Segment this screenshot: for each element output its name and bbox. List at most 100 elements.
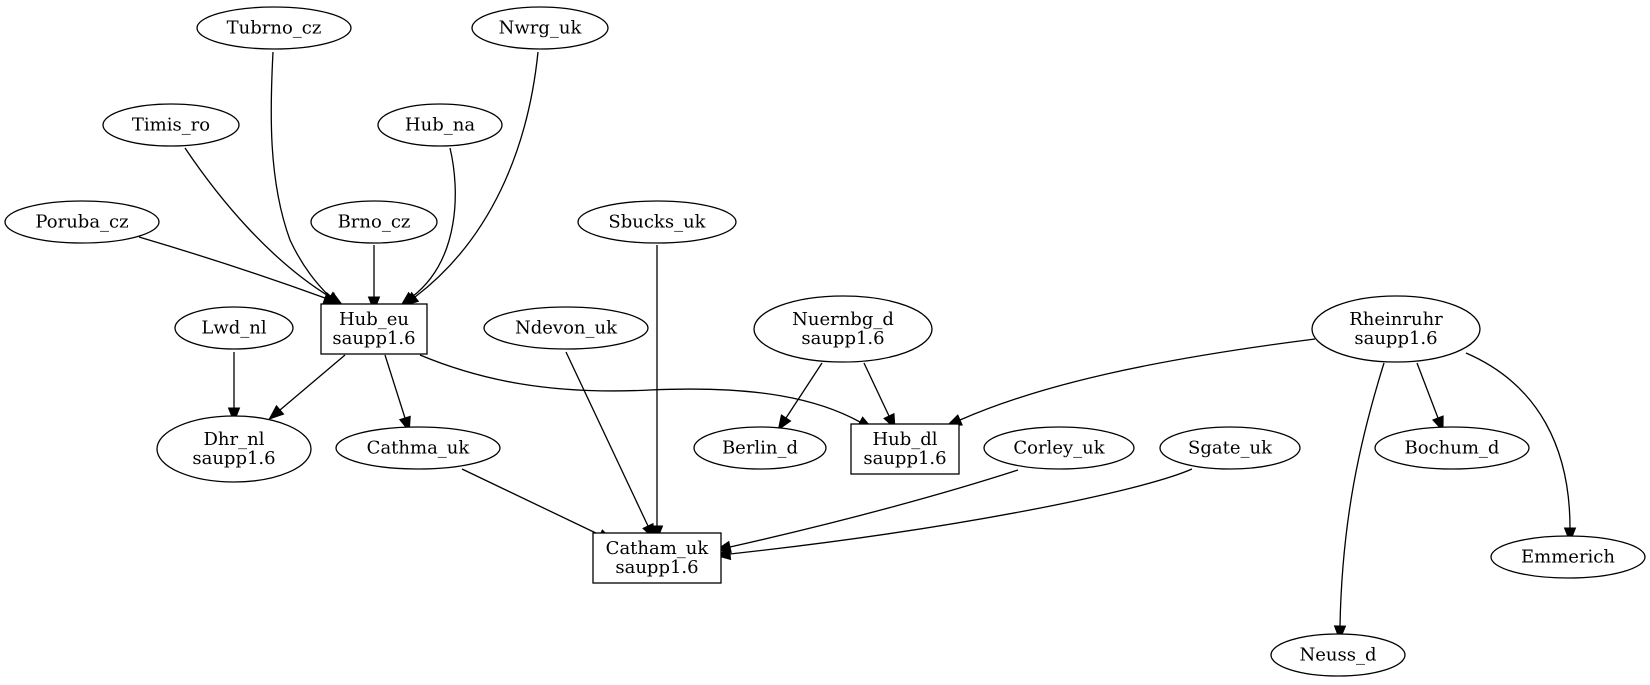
node-label: Timis_ro xyxy=(132,115,210,136)
edge-brno-hubeu xyxy=(367,245,381,313)
node-neuss[interactable]: Neuss_d xyxy=(1270,633,1406,677)
arrowhead xyxy=(268,404,285,420)
node-sbucks[interactable]: Sbucks_uk xyxy=(577,200,737,244)
arrowhead xyxy=(714,547,732,561)
edge-line xyxy=(1339,362,1385,627)
node-box xyxy=(592,532,722,584)
node-hubna[interactable]: Hub_na xyxy=(377,103,503,147)
node-ellipse xyxy=(335,426,501,470)
node-ellipse xyxy=(1270,633,1406,677)
node-label: Emmerich xyxy=(1521,547,1615,568)
node-sgate[interactable]: Sgate_uk xyxy=(1159,426,1301,470)
node-ellipse xyxy=(753,295,933,363)
node-ellipse xyxy=(1374,426,1530,470)
arrowhead xyxy=(227,407,241,424)
node-ellipse xyxy=(693,426,827,470)
arrowhead xyxy=(1333,625,1347,642)
node-ellipse xyxy=(471,6,609,50)
node-label: Sbucks_uk xyxy=(608,212,706,233)
node-label: Dhr_nl xyxy=(204,429,265,450)
node-brno[interactable]: Brno_cz xyxy=(310,200,438,244)
node-label: Hub_eu xyxy=(339,309,409,330)
node-ellipse xyxy=(377,103,503,147)
edge-line xyxy=(384,354,406,419)
node-ellipse xyxy=(1490,535,1646,579)
node-label: Hub_dl xyxy=(872,429,937,450)
node-label: saupp1.6 xyxy=(801,328,884,349)
node-label: Rheinruhr xyxy=(1349,309,1443,330)
edge-hubeu-hubdl xyxy=(419,354,874,430)
node-label: Nwrg_uk xyxy=(499,18,583,39)
node-ellipse xyxy=(1311,295,1481,363)
node-ellipse xyxy=(156,415,312,483)
edge-sgate-catham xyxy=(714,468,1193,561)
node-label: Neuss_d xyxy=(1300,645,1377,666)
node-tubrno[interactable]: Tubrno_cz xyxy=(196,6,352,50)
edge-line xyxy=(419,354,861,423)
node-ellipse xyxy=(483,306,649,350)
node-box xyxy=(850,423,960,475)
edge-line xyxy=(1465,352,1571,529)
edge-line xyxy=(729,468,1193,555)
node-label: saupp1.6 xyxy=(615,557,698,578)
edge-nuernbg-berlin xyxy=(777,362,823,431)
node-label: Corley_uk xyxy=(1013,438,1105,459)
node-poruba[interactable]: Poruba_cz xyxy=(4,200,160,244)
edge-line xyxy=(785,362,823,419)
edge-lwd-dhr xyxy=(227,352,241,424)
arrowhead xyxy=(777,414,792,431)
node-corley[interactable]: Corley_uk xyxy=(983,426,1135,470)
node-box xyxy=(320,303,428,355)
node-label: saupp1.6 xyxy=(1354,328,1437,349)
edges-layer xyxy=(138,51,1577,642)
edge-line xyxy=(729,469,1019,548)
node-ellipse xyxy=(983,426,1135,470)
edge-line xyxy=(279,354,346,411)
edge-poruba-hubeu xyxy=(138,236,340,304)
edge-tubrno-hubeu xyxy=(270,51,341,308)
edge-nuernbg-hubdl xyxy=(863,362,896,430)
node-emmerich[interactable]: Emmerich xyxy=(1490,535,1646,579)
edge-corley-catham xyxy=(715,469,1019,553)
edge-line xyxy=(461,468,601,536)
edge-cathma-catham xyxy=(461,468,614,542)
node-ellipse xyxy=(196,6,352,50)
edge-hubeu-dhr xyxy=(268,354,346,420)
node-ellipse xyxy=(174,306,294,350)
node-timis[interactable]: Timis_ro xyxy=(102,103,240,147)
arrowhead xyxy=(322,291,340,304)
node-ellipse xyxy=(102,103,240,147)
edge-ndevon-catham xyxy=(565,351,655,540)
edge-rheinruhr-hubdl xyxy=(945,338,1316,427)
edge-line xyxy=(565,351,649,527)
edge-line xyxy=(184,147,331,298)
node-cathma[interactable]: Cathma_uk xyxy=(335,426,501,470)
node-label: Bochum_d xyxy=(1405,438,1500,459)
edge-rheinruhr-neuss xyxy=(1333,362,1385,642)
node-bochum[interactable]: Bochum_d xyxy=(1374,426,1530,470)
node-nwrg[interactable]: Nwrg_uk xyxy=(471,6,609,50)
edge-hubeu-cathma xyxy=(384,354,411,433)
node-lwd[interactable]: Lwd_nl xyxy=(174,306,294,350)
node-label: Berlin_d xyxy=(722,438,798,459)
node-ellipse xyxy=(4,200,160,244)
node-label: saupp1.6 xyxy=(332,328,415,349)
edge-rheinruhr-bochum xyxy=(1416,362,1444,433)
node-label: saupp1.6 xyxy=(863,448,946,469)
node-ellipse xyxy=(577,200,737,244)
edge-line xyxy=(959,338,1316,421)
node-label: Tubrno_cz xyxy=(227,18,322,39)
node-label: Cathma_uk xyxy=(367,438,471,459)
node-ndevon[interactable]: Ndevon_uk xyxy=(483,306,649,350)
node-label: Sgate_uk xyxy=(1188,438,1273,459)
edge-line xyxy=(1416,362,1439,419)
node-berlin[interactable]: Berlin_d xyxy=(693,426,827,470)
